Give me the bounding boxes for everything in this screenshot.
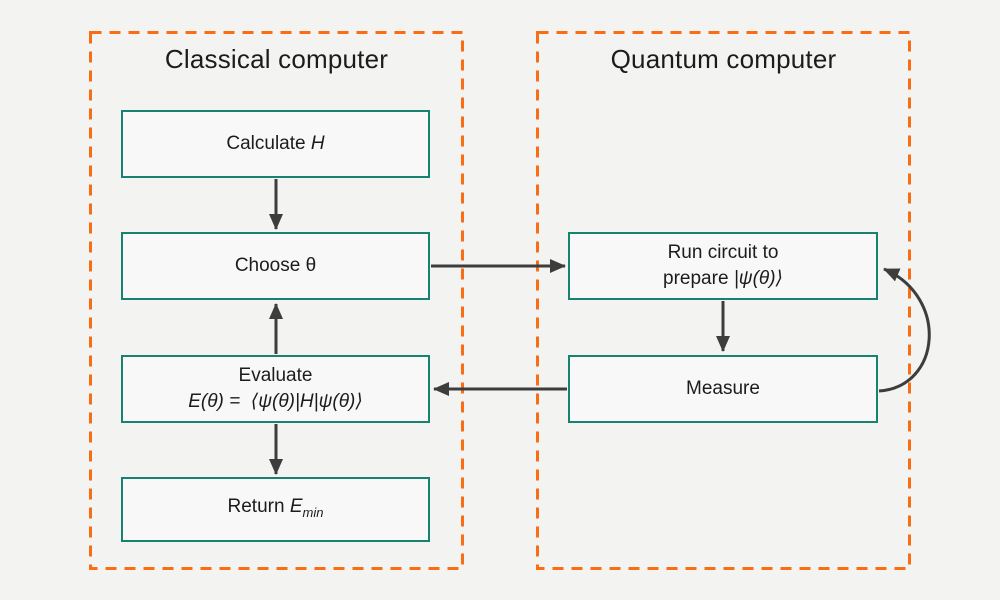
node-measure-label: Measure bbox=[686, 378, 760, 399]
node-evaluate-formula: E(θ) = ⟨ψ(θ)|H|ψ(θ)⟩ bbox=[188, 391, 363, 412]
node-run-circuit: Run circuit to prepare |ψ(θ)⟩ bbox=[568, 232, 878, 300]
node-choose-theta: Choose θ bbox=[121, 232, 430, 300]
node-calculate-h: Calculate H bbox=[121, 110, 430, 178]
quantum-panel-title: Quantum computer bbox=[610, 44, 837, 74]
classical-panel-title: Classical computer bbox=[164, 44, 389, 74]
node-run-circuit-line2: prepare |ψ(θ)⟩ bbox=[663, 268, 783, 289]
node-measure: Measure bbox=[568, 355, 878, 423]
node-return-emin-label: Return Emin bbox=[227, 495, 324, 520]
node-choose-theta-label: Choose θ bbox=[234, 255, 317, 276]
node-calculate-h-label: Calculate H bbox=[226, 133, 325, 154]
node-return-emin: Return Emin bbox=[121, 477, 430, 542]
node-evaluate-energy: Evaluate E(θ) = ⟨ψ(θ)|H|ψ(θ)⟩ bbox=[121, 355, 430, 423]
arrow-measure-to-run-circuit-loop bbox=[878, 267, 931, 393]
classical-panel-border bbox=[89, 31, 464, 570]
node-run-circuit-line1: Run circuit to bbox=[667, 242, 779, 263]
node-evaluate-line1: Evaluate bbox=[238, 365, 313, 386]
quantum-panel-border bbox=[536, 31, 911, 570]
